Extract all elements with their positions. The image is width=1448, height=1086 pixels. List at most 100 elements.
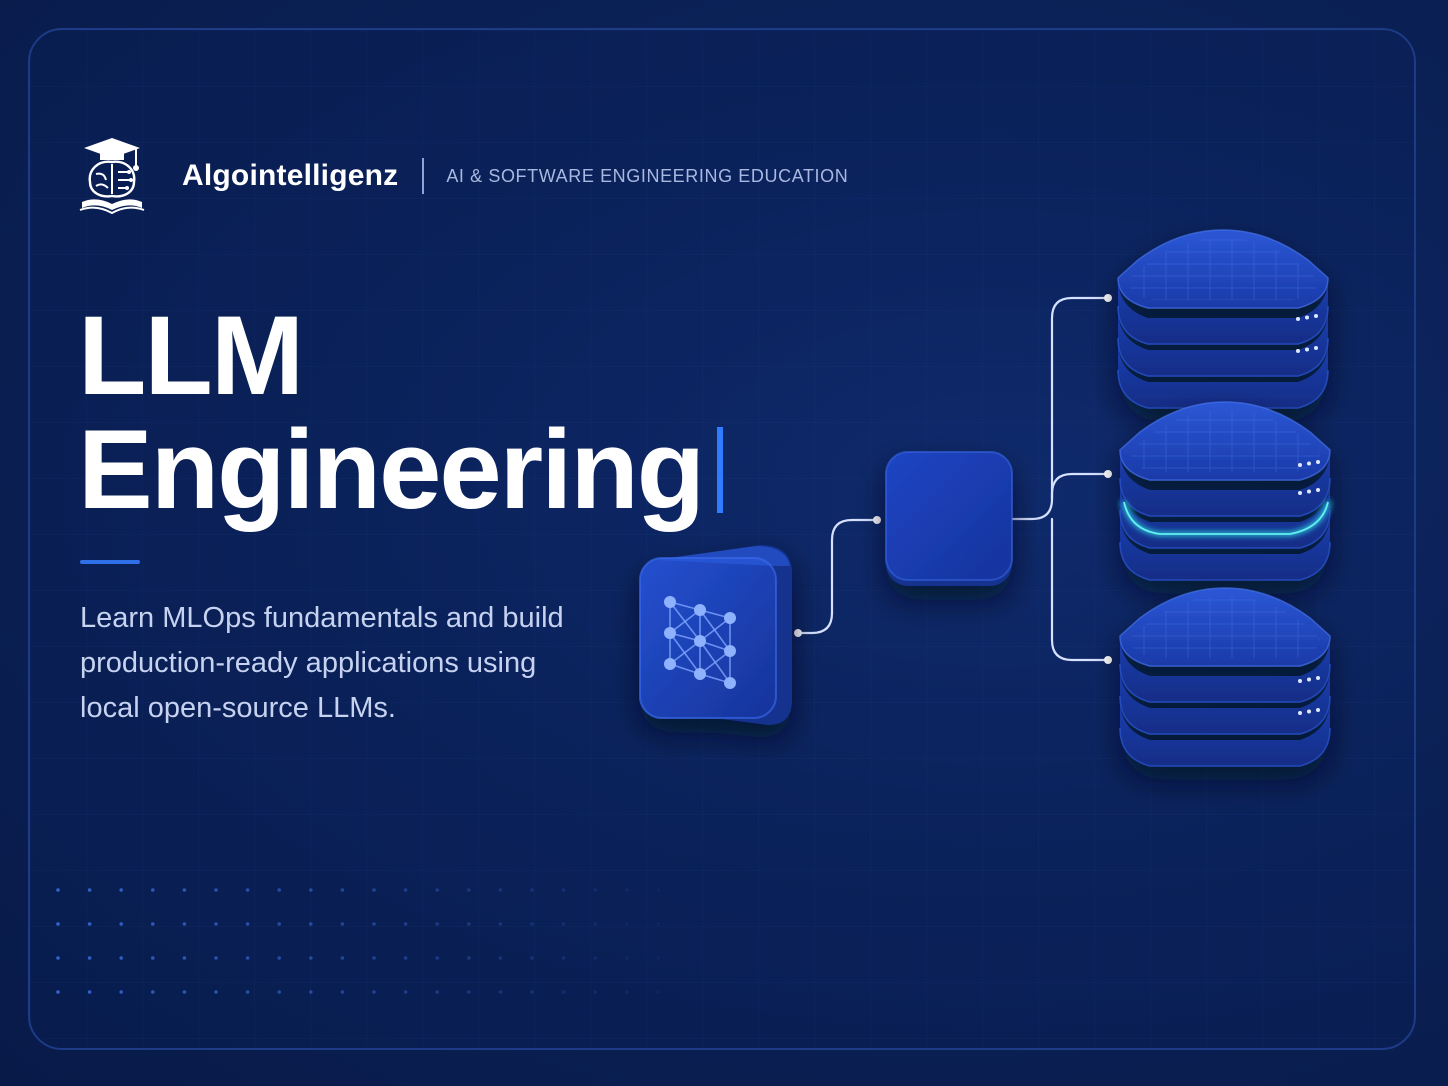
pattern-dot xyxy=(214,990,218,994)
pattern-dot xyxy=(87,888,92,892)
pattern-dot xyxy=(498,990,503,994)
pattern-dot xyxy=(656,956,661,960)
pattern-dot xyxy=(530,956,534,960)
server-layer-edge xyxy=(1119,695,1331,735)
pattern-dot xyxy=(56,922,60,926)
server-indicator-dot xyxy=(1305,315,1309,320)
pattern-dot xyxy=(467,956,471,960)
pattern-dot xyxy=(498,956,503,960)
server-layer xyxy=(1118,278,1328,344)
pattern-dot xyxy=(467,922,471,926)
pattern-dot xyxy=(309,956,313,960)
pattern-dot xyxy=(403,956,408,960)
pattern-dot xyxy=(403,990,408,994)
pattern-dot xyxy=(87,990,92,994)
server-indicator-dot xyxy=(1307,489,1311,494)
title-line-1: LLM xyxy=(78,293,304,418)
pattern-dot xyxy=(151,922,155,926)
pattern-dot xyxy=(340,956,345,960)
pattern-dot xyxy=(277,888,282,892)
pattern-dot xyxy=(372,922,376,926)
pattern-dot xyxy=(372,888,376,892)
server-status-line xyxy=(1123,501,1329,535)
server-indicator-dot xyxy=(1316,488,1320,492)
server-layer xyxy=(1120,482,1330,548)
pattern-dot xyxy=(151,990,155,994)
pattern-dot xyxy=(56,956,60,960)
pattern-dot xyxy=(245,956,250,960)
pattern-dot xyxy=(340,990,345,994)
brand-tagline: AI & SOFTWARE ENGINEERING EDUCATION xyxy=(446,165,849,186)
server-layer xyxy=(1120,668,1330,734)
pattern-dot xyxy=(435,990,440,994)
server-indicator-dot xyxy=(1298,679,1302,683)
pattern-dot xyxy=(182,888,187,892)
server-indicator-dot xyxy=(1314,314,1318,318)
pattern-dot xyxy=(245,888,250,892)
pattern-dot xyxy=(498,922,503,926)
server-layer xyxy=(1120,636,1330,702)
pattern-dot xyxy=(214,956,218,960)
server-layer-edge xyxy=(1117,305,1329,345)
pattern-dot xyxy=(561,922,566,926)
server-indicator-dot xyxy=(1316,460,1320,464)
pattern-dot xyxy=(625,922,629,926)
server-indicator-dot xyxy=(1298,491,1302,495)
neural-network-cube-icon xyxy=(639,545,792,725)
header: Algointelligenz AI & SOFTWARE ENGINEERIN… xyxy=(78,136,848,216)
pattern-dot xyxy=(87,922,92,926)
pattern-dot xyxy=(530,888,534,892)
pattern-dot xyxy=(435,956,440,960)
pattern-dot xyxy=(530,922,534,926)
pattern-dot xyxy=(214,888,218,892)
connector-endpoints xyxy=(794,294,1112,664)
server-stack-icon xyxy=(1119,587,1331,767)
pattern-dot xyxy=(435,922,440,926)
server-indicator-dot xyxy=(1307,461,1311,466)
server-tile-grid xyxy=(1130,596,1320,658)
server-indicator-dot xyxy=(1316,676,1320,680)
pattern-dot xyxy=(87,956,92,960)
text-cursor xyxy=(717,427,724,513)
pattern-dot xyxy=(561,990,566,994)
pattern-dot xyxy=(214,922,218,926)
server-indicator-dot xyxy=(1307,677,1311,682)
server-tile-grid xyxy=(1128,238,1318,300)
pattern-dot xyxy=(656,922,661,926)
pattern-dot xyxy=(656,990,661,994)
title-line-2-wrap: Engineering xyxy=(78,407,724,532)
subtitle-line-1: Learn MLOps fundamentals and build xyxy=(80,602,564,634)
page-title: LLM Engineering xyxy=(78,293,724,532)
pattern-dot xyxy=(151,888,155,892)
title-line-2: Engineering xyxy=(78,407,705,532)
pattern-dot xyxy=(119,990,123,994)
server-layer-edge xyxy=(1119,477,1331,517)
server-layer-edge xyxy=(1119,727,1331,767)
pattern-dot xyxy=(340,922,345,926)
subtitle-line-3: local open-source LLMs. xyxy=(80,692,396,724)
server-layer xyxy=(1118,342,1328,408)
subtitle: Learn MLOps fundamentals and build produ… xyxy=(80,596,620,731)
pattern-dot xyxy=(656,888,661,892)
header-divider xyxy=(422,158,425,194)
server-indicator-dot xyxy=(1307,709,1311,714)
server-indicator-dot xyxy=(1296,349,1300,353)
pattern-dot xyxy=(593,990,597,994)
pattern-dot xyxy=(309,922,313,926)
pattern-dot xyxy=(277,956,282,960)
pattern-dot xyxy=(245,990,250,994)
pattern-dot xyxy=(498,888,503,892)
server-indicator-dot xyxy=(1316,708,1320,712)
pattern-dot xyxy=(435,888,440,892)
pattern-dot xyxy=(403,922,408,926)
subtitle-line-2: production-ready applications using xyxy=(80,647,537,679)
pattern-dot xyxy=(561,956,566,960)
pattern-dot xyxy=(56,888,60,892)
pattern-dot xyxy=(119,922,123,926)
accent-rule xyxy=(80,560,140,564)
pattern-dot xyxy=(403,888,408,892)
server-indicator-dot xyxy=(1314,346,1318,350)
pattern-dot xyxy=(467,990,471,994)
